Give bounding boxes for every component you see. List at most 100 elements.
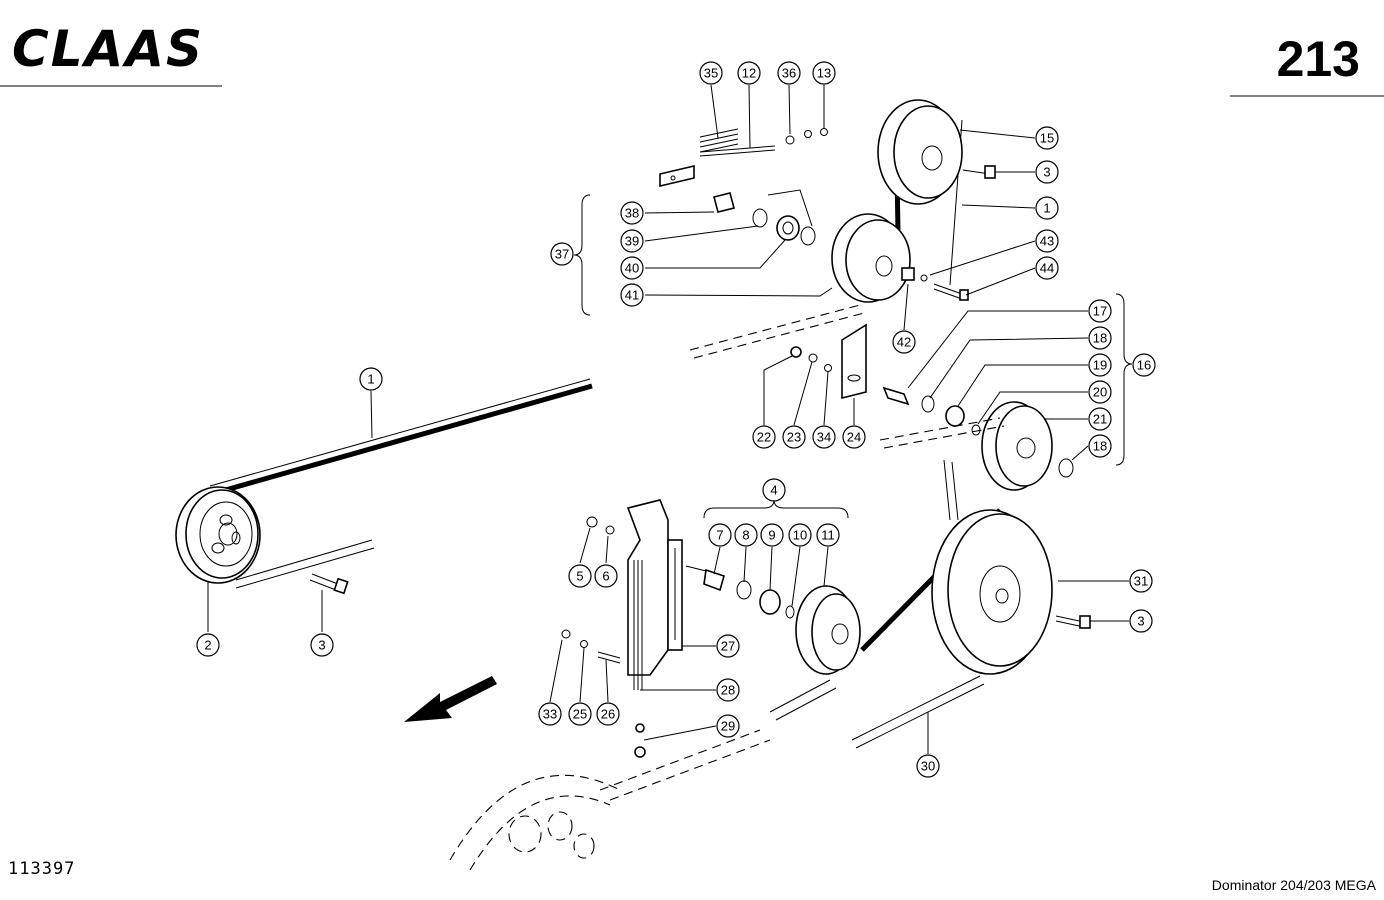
svg-text:33: 33 bbox=[543, 707, 557, 722]
svg-text:24: 24 bbox=[847, 430, 861, 445]
svg-text:11: 11 bbox=[821, 528, 835, 543]
callout-31: 31 bbox=[1129, 569, 1153, 593]
callout-35: 35 bbox=[699, 61, 723, 85]
callout-15: 15 bbox=[1035, 126, 1059, 150]
svg-text:1: 1 bbox=[1043, 201, 1050, 216]
callout-9: 9 bbox=[760, 523, 784, 547]
svg-text:38: 38 bbox=[625, 206, 639, 221]
callout-36: 36 bbox=[777, 61, 801, 85]
callout-33: 33 bbox=[538, 702, 562, 726]
callout-22: 22 bbox=[752, 425, 776, 449]
svg-text:3: 3 bbox=[1043, 165, 1050, 180]
svg-text:26: 26 bbox=[601, 707, 615, 722]
callout-3: 3 bbox=[1035, 160, 1059, 184]
svg-text:18: 18 bbox=[1093, 331, 1107, 346]
group-bracket-16 bbox=[1115, 293, 1133, 466]
svg-text:18: 18 bbox=[1093, 439, 1107, 454]
callout-13: 13 bbox=[812, 61, 836, 85]
left-belt-assembly bbox=[175, 378, 593, 595]
callout-18: 18 bbox=[1088, 326, 1112, 350]
lower-tensioner bbox=[561, 499, 861, 758]
callout-29: 29 bbox=[716, 714, 740, 738]
callout-40: 40 bbox=[620, 256, 644, 280]
callout-6: 6 bbox=[594, 564, 618, 588]
svg-text:37: 37 bbox=[555, 247, 569, 262]
callout-30: 30 bbox=[916, 754, 940, 778]
svg-text:5: 5 bbox=[576, 569, 583, 584]
svg-text:15: 15 bbox=[1040, 131, 1054, 146]
main-drive-pulley bbox=[769, 508, 1091, 749]
svg-text:10: 10 bbox=[793, 528, 807, 543]
callout-24: 24 bbox=[842, 425, 866, 449]
svg-text:25: 25 bbox=[573, 707, 587, 722]
svg-text:40: 40 bbox=[625, 261, 639, 276]
callout-42: 42 bbox=[892, 330, 916, 354]
callout-23: 23 bbox=[782, 425, 806, 449]
callout-3c: 3 bbox=[1129, 609, 1153, 633]
callout-2: 2 bbox=[196, 633, 220, 657]
callout-11: 11 bbox=[816, 523, 840, 547]
svg-text:3: 3 bbox=[318, 638, 325, 653]
callout-18b: 18 bbox=[1088, 434, 1112, 458]
svg-text:12: 12 bbox=[742, 66, 756, 81]
callout-1b: 1 bbox=[359, 367, 383, 391]
svg-text:31: 31 bbox=[1134, 574, 1148, 589]
svg-text:13: 13 bbox=[817, 66, 831, 81]
svg-text:41: 41 bbox=[625, 288, 639, 303]
svg-text:43: 43 bbox=[1040, 234, 1054, 249]
svg-text:6: 6 bbox=[602, 569, 609, 584]
callout-16: 16 bbox=[1132, 353, 1156, 377]
page-number: 213 bbox=[1277, 31, 1360, 87]
svg-text:22: 22 bbox=[757, 430, 771, 445]
svg-text:34: 34 bbox=[817, 430, 831, 445]
svg-text:8: 8 bbox=[742, 528, 749, 543]
callout-41: 41 bbox=[620, 283, 644, 307]
callout-34: 34 bbox=[812, 425, 836, 449]
svg-text:20: 20 bbox=[1093, 385, 1107, 400]
callout-44: 44 bbox=[1035, 256, 1059, 280]
callout-12: 12 bbox=[737, 61, 761, 85]
svg-text:16: 16 bbox=[1137, 358, 1151, 373]
upper-pulleys bbox=[689, 99, 996, 359]
chain-sprocket-ghost bbox=[449, 729, 771, 871]
drawing bbox=[175, 99, 1133, 871]
callout-39: 39 bbox=[620, 229, 644, 253]
upper-tensioner bbox=[659, 128, 828, 246]
svg-text:19: 19 bbox=[1093, 358, 1107, 373]
svg-text:44: 44 bbox=[1040, 261, 1054, 276]
callout-17: 17 bbox=[1088, 299, 1112, 323]
svg-text:39: 39 bbox=[625, 234, 639, 249]
callout-28: 28 bbox=[716, 678, 740, 702]
svg-text:36: 36 bbox=[782, 66, 796, 81]
callout-38: 38 bbox=[620, 201, 644, 225]
callout-25: 25 bbox=[568, 702, 592, 726]
brand-logo: CLAAS bbox=[12, 20, 204, 78]
svg-text:21: 21 bbox=[1093, 412, 1107, 427]
svg-text:23: 23 bbox=[787, 430, 801, 445]
svg-text:17: 17 bbox=[1093, 304, 1107, 319]
middle-idler bbox=[790, 323, 1074, 521]
callout-10: 10 bbox=[788, 523, 812, 547]
callout-21: 21 bbox=[1088, 407, 1112, 431]
svg-text:28: 28 bbox=[721, 683, 735, 698]
leader-lines bbox=[207, 84, 1129, 754]
svg-text:42: 42 bbox=[897, 335, 911, 350]
svg-text:27: 27 bbox=[721, 639, 735, 654]
callout-26: 26 bbox=[596, 702, 620, 726]
callout-27: 27 bbox=[716, 634, 740, 658]
svg-text:29: 29 bbox=[721, 719, 735, 734]
svg-text:9: 9 bbox=[768, 528, 775, 543]
callouts: 35 12 36 13 15 3 1 43 44 42 38 39 37 40 … bbox=[196, 61, 1156, 778]
svg-text:4: 4 bbox=[770, 483, 777, 498]
svg-text:1: 1 bbox=[367, 372, 374, 387]
svg-text:7: 7 bbox=[716, 528, 723, 543]
group-bracket-37 bbox=[573, 194, 591, 316]
callout-3b: 3 bbox=[310, 633, 334, 657]
document-number: 113397 bbox=[8, 859, 75, 879]
callout-8: 8 bbox=[734, 523, 758, 547]
direction-arrow bbox=[404, 676, 497, 722]
model-name: Dominator 204/203 MEGA bbox=[1212, 877, 1377, 893]
svg-text:35: 35 bbox=[704, 66, 718, 81]
group-bracket-4 bbox=[703, 499, 849, 519]
